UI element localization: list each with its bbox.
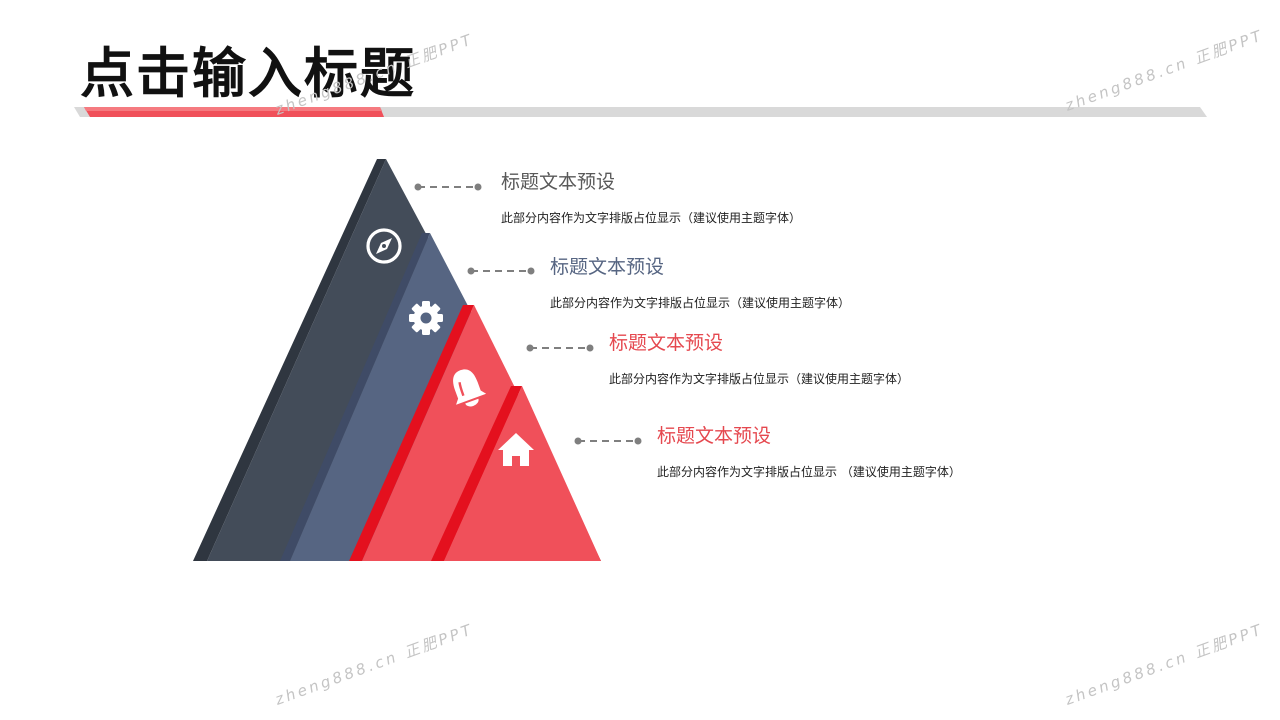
gear-icon — [409, 301, 443, 335]
page-title[interactable]: 点击输入标题 — [80, 42, 416, 105]
title-underline — [74, 107, 1207, 117]
compass-icon — [366, 228, 402, 264]
connector-1 — [414, 183, 482, 191]
item-2-title[interactable]: 标题文本预设 — [550, 256, 665, 278]
connector-4 — [574, 437, 642, 445]
pyramid-layer-1-side — [193, 159, 386, 561]
item-3-desc[interactable]: 此部分内容作为文字排版占位显示（建议使用主题字体） — [609, 372, 910, 386]
bell-icon — [453, 369, 487, 407]
pyramid-layer-4 — [444, 386, 601, 561]
pyramid-layer-2-side — [280, 233, 430, 561]
connector-2 — [467, 267, 535, 275]
item-1: 标题文本预设 此部分内容作为文字排版占位显示（建议使用主题字体） — [501, 170, 801, 226]
item-4-desc[interactable]: 此部分内容作为文字排版占位显示 （建议使用主题字体） — [657, 465, 961, 479]
item-3-title[interactable]: 标题文本预设 — [609, 332, 724, 354]
item-4-title[interactable]: 标题文本预设 — [657, 425, 772, 447]
connector-3 — [526, 344, 594, 352]
item-1-desc[interactable]: 此部分内容作为文字排版占位显示（建议使用主题字体） — [501, 211, 802, 225]
item-3: 标题文本预设 此部分内容作为文字排版占位显示（建议使用主题字体） — [609, 331, 909, 387]
title-underline-red-highlight — [84, 107, 382, 111]
item-2-desc[interactable]: 此部分内容作为文字排版占位显示（建议使用主题字体） — [550, 296, 851, 310]
pyramid-layer-4-side — [431, 386, 522, 561]
item-1-title[interactable]: 标题文本预设 — [501, 171, 616, 193]
item-2: 标题文本预设 此部分内容作为文字排版占位显示（建议使用主题字体） — [550, 255, 850, 311]
item-4: 标题文本预设 此部分内容作为文字排版占位显示 （建议使用主题字体） — [657, 424, 961, 480]
pyramid-layer-3-side — [349, 305, 474, 561]
home-icon — [498, 433, 534, 466]
